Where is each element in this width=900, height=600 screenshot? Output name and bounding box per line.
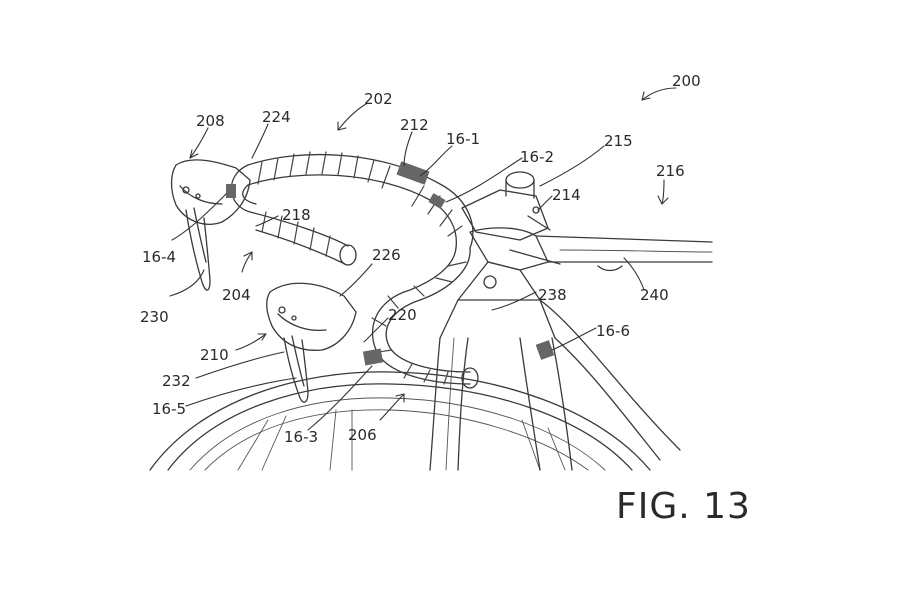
label-218: 218 bbox=[282, 206, 311, 224]
figure-caption: FIG. 13 bbox=[616, 486, 751, 527]
label-220: 220 bbox=[388, 306, 417, 324]
label-16-2: 16-2 bbox=[520, 148, 554, 166]
label-224: 224 bbox=[262, 108, 291, 126]
reference-numerals: 200 202 208 224 212 16-1 16-2 215 216 21… bbox=[140, 72, 701, 446]
handlebar bbox=[230, 151, 479, 389]
right-brake-lever bbox=[266, 282, 357, 403]
label-200: 200 bbox=[672, 72, 701, 90]
label-210: 210 bbox=[200, 346, 229, 364]
label-232: 232 bbox=[162, 372, 191, 390]
label-212: 212 bbox=[400, 116, 429, 134]
label-206: 206 bbox=[348, 426, 377, 444]
left-brake-lever bbox=[170, 159, 251, 291]
label-215: 215 bbox=[604, 132, 633, 150]
label-16-5: 16-5 bbox=[152, 400, 186, 418]
label-16-1: 16-1 bbox=[446, 130, 480, 148]
label-238: 238 bbox=[538, 286, 567, 304]
label-204: 204 bbox=[222, 286, 251, 304]
label-16-6: 16-6 bbox=[596, 322, 630, 340]
label-216: 216 bbox=[656, 162, 685, 180]
label-240: 240 bbox=[640, 286, 669, 304]
label-208: 208 bbox=[196, 112, 225, 130]
front-wheel bbox=[149, 371, 651, 471]
label-226: 226 bbox=[372, 246, 401, 264]
label-230: 230 bbox=[140, 308, 169, 326]
leader-lines bbox=[169, 87, 677, 431]
label-202: 202 bbox=[364, 90, 393, 108]
label-16-4: 16-4 bbox=[142, 248, 176, 266]
fork-and-head-tube bbox=[429, 171, 713, 471]
label-16-3: 16-3 bbox=[284, 428, 318, 446]
label-214: 214 bbox=[552, 186, 581, 204]
